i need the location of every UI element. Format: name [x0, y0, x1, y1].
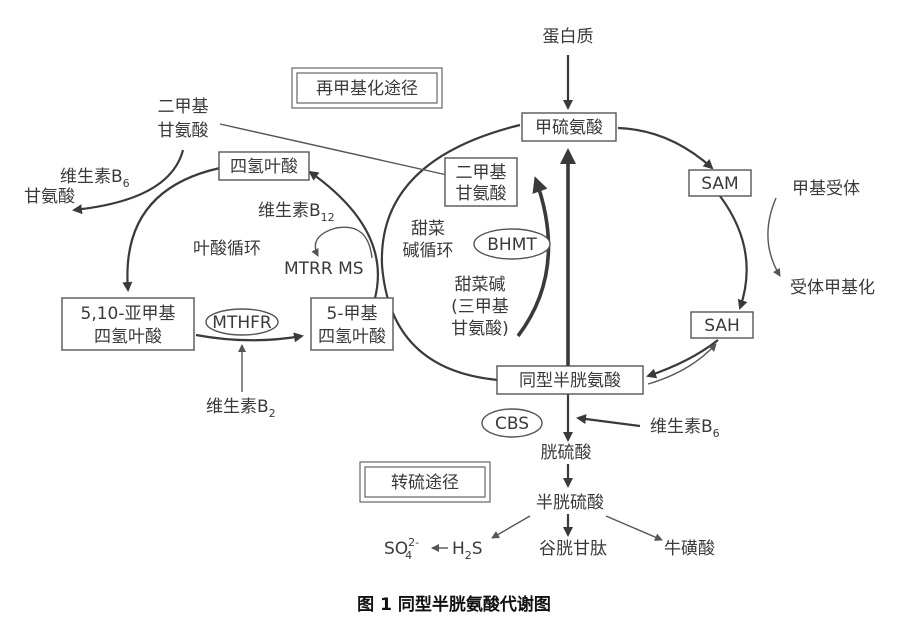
glutathione-label: 谷胱甘肽: [539, 539, 607, 559]
mthfr-ellipse: [205, 308, 279, 336]
so4-subscript: 4: [405, 549, 412, 562]
methylated-acceptor-label: 受体甲基化: [790, 278, 875, 298]
sah-label: SAH: [704, 316, 740, 336]
h2s-suffix: S: [472, 539, 483, 559]
betaine-cycle-label-2: 碱循环: [403, 241, 454, 261]
betaine-cycle-arrow: [516, 176, 551, 338]
methyl-thf-label-1: 5-甲基: [327, 304, 378, 324]
folate-cycle-label: 叶酸循环: [193, 239, 261, 259]
methylene-to-methyl-arrow: [195, 332, 304, 343]
methionine-cycle-arc-right: [719, 195, 748, 310]
vitb2-subscript: 2: [269, 407, 276, 420]
cysteine-label: 半胱硫酸: [536, 493, 604, 513]
cysteine-to-h2s-arrow: [491, 515, 531, 539]
protein-label: 蛋白质: [543, 27, 594, 47]
vitb6-right-subscript: 6: [713, 427, 720, 440]
dmg-to-dmg-line: [219, 123, 448, 176]
transsulfuration-frame-outer: [359, 461, 491, 503]
so4-prefix: SO: [384, 539, 408, 559]
vitb6-left-subscript: 6: [123, 177, 130, 190]
bhmt-label: BHMT: [487, 235, 537, 255]
homocysteine-to-sah-arrow: [647, 343, 717, 385]
thf-box: [218, 151, 310, 181]
methyl-acceptor-arrow: [767, 197, 781, 277]
cbs-ellipse: [481, 408, 543, 438]
remethylation-frame-outer: [291, 67, 443, 109]
methyl-thf-label-2: 四氢叶酸: [318, 327, 386, 347]
vitb6-left-prefix: 维生素B: [60, 167, 123, 187]
vitb12-subscript: 12: [321, 211, 335, 224]
h2s-subscript: 2: [465, 549, 472, 562]
methylene-thf-label-1: 5,10-亚甲基: [81, 304, 176, 324]
homocysteine-box: [496, 365, 644, 395]
mthfr-label: MTHFR: [212, 313, 272, 333]
h2s-label: H2S: [452, 539, 483, 562]
so4-superscript: 2-: [408, 536, 419, 549]
methylene-thf-label-2: 四氢叶酸: [94, 327, 162, 347]
dmg-top-label-1: 二甲基: [158, 97, 209, 117]
methionine-label: 甲硫氨酸: [535, 118, 603, 138]
bhmt-ellipse: [473, 228, 551, 260]
dmg-to-glycine-arrow: [72, 149, 185, 215]
mtrr-ms-label: MTRR MS: [284, 259, 364, 279]
homocysteine-label: 同型半胱氨酸: [519, 371, 621, 391]
vitb12-prefix: 维生素B: [258, 201, 321, 221]
vitb6-right-label: 维生素B6: [650, 417, 720, 440]
folate-cycle-arc-right: [308, 170, 379, 299]
dmg-mid-label-1: 二甲基: [456, 163, 507, 183]
methionine-cycle-arc-left: [380, 123, 521, 382]
betaine-label-3: 甘氨酸): [451, 319, 509, 339]
vitb2-label: 维生素B2: [206, 397, 276, 420]
sam-box: [688, 169, 752, 197]
remethylation-frame-inner: [296, 72, 438, 104]
methyl-acceptor-label: 甲基受体: [792, 179, 860, 199]
sam-label: SAM: [701, 174, 738, 194]
remethylation-path-label: 再甲基化途径: [316, 79, 418, 99]
taurine-label: 牛磺酸: [664, 539, 715, 559]
vitb6-right-arrow: [576, 414, 641, 428]
folate-cycle-arc-left: [122, 166, 221, 292]
methylene-thf-box: [61, 297, 195, 351]
glycine-label: 甘氨酸: [24, 187, 75, 207]
vitb2-prefix: 维生素B: [206, 397, 269, 417]
figure-caption: 图 1 同型半胱氨酸代谢图: [357, 594, 551, 615]
dmg-mid-box: [444, 157, 518, 207]
cystathionine-label: 胱硫酸: [541, 443, 592, 463]
vitb12-label: 维生素B12: [258, 201, 335, 224]
cysteine-to-taurine-arrow: [605, 515, 663, 541]
betaine-cycle-label-1: 甜菜: [411, 219, 445, 239]
methyl-thf-box: [310, 297, 394, 351]
mtrr-ms-loop-arrow: [311, 226, 373, 259]
cbs-label: CBS: [495, 414, 529, 434]
betaine-label-1: 甜菜碱: [455, 275, 506, 295]
h2s-prefix: H: [452, 539, 465, 559]
methionine-box: [521, 112, 617, 142]
sah-box: [690, 311, 754, 339]
vitb6-right-prefix: 维生素B: [650, 417, 713, 437]
so4-label: SO2-4: [384, 536, 419, 562]
vitb6-left-label: 维生素B6: [60, 167, 130, 190]
methionine-cycle-arc-bottom-right: [646, 339, 719, 379]
dmg-top-label-2: 甘氨酸: [158, 121, 209, 141]
methionine-cycle-arc-top-right: [617, 126, 714, 170]
transsulfuration-path-label: 转硫途径: [391, 473, 459, 493]
thf-label: 四氢叶酸: [230, 157, 298, 177]
transsulfuration-frame-inner: [364, 466, 486, 498]
betaine-label-2: (三甲基: [451, 297, 509, 317]
dmg-mid-label-2: 甘氨酸: [456, 184, 507, 204]
